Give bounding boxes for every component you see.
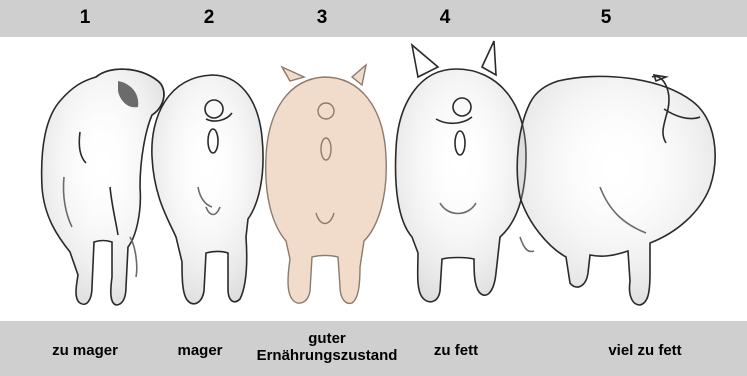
score-header-band — [0, 0, 747, 37]
condition-label-5: viel zu fett — [585, 342, 705, 359]
condition-label-3: guter Ernährungszustand — [247, 330, 407, 364]
score-number-4: 4 — [425, 7, 465, 29]
pig-illustration-2 — [152, 75, 263, 304]
condition-label-1: zu mager — [35, 342, 135, 359]
score-number-3: 3 — [302, 7, 342, 29]
condition-label-1-line-1: zu mager — [52, 342, 118, 359]
score-number-2: 2 — [189, 7, 229, 29]
score-number-1: 1 — [65, 7, 105, 29]
pig-illustration-1 — [42, 69, 164, 305]
condition-label-3-line-2: Ernährungszustand — [247, 347, 407, 364]
condition-label-4: zu fett — [416, 342, 496, 359]
pig-illustration-4 — [396, 41, 526, 302]
condition-label-4-line-1: zu fett — [434, 342, 478, 359]
condition-label-2: mager — [160, 342, 240, 359]
pig-illustrations — [0, 37, 747, 321]
pig-illustration-3 — [266, 65, 387, 303]
pig-illustration-5 — [517, 75, 715, 305]
condition-label-3-line-1: guter — [247, 330, 407, 347]
score-number-5: 5 — [586, 7, 626, 29]
condition-label-5-line-1: viel zu fett — [608, 342, 681, 359]
condition-label-2-line-1: mager — [177, 342, 222, 359]
